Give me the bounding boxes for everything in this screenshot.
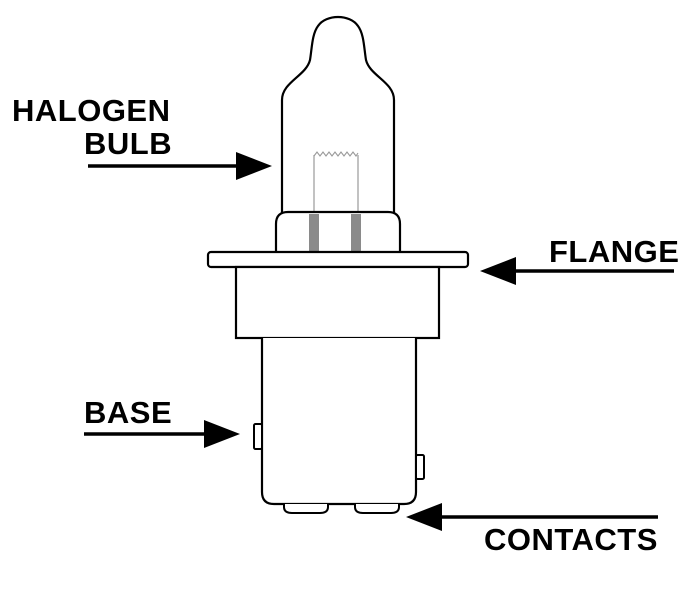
filament — [313, 151, 359, 213]
glass-envelope — [280, 15, 396, 213]
filament-pin-left — [309, 214, 319, 251]
label-base: BASE — [84, 395, 173, 430]
base-body — [260, 338, 418, 506]
arrow-halogen-bulb — [88, 152, 272, 180]
contact-left — [283, 504, 329, 514]
label-halogen: HALOGEN — [12, 93, 171, 128]
flange-plate — [206, 250, 470, 269]
flange-collar — [234, 265, 441, 340]
base-bayonet-pin-left — [253, 423, 263, 450]
arrow-base — [84, 420, 240, 448]
bulb-seal — [274, 210, 402, 252]
arrow-contacts — [406, 503, 658, 531]
filament-pin-right — [351, 214, 361, 251]
arrow-flange — [480, 257, 674, 285]
label-flange: FLANGE — [549, 234, 680, 269]
label-bulb: BULB — [84, 126, 173, 161]
base-bayonet-pin-right — [415, 454, 425, 480]
contact-right — [354, 504, 400, 514]
label-contacts: CONTACTS — [484, 522, 658, 557]
